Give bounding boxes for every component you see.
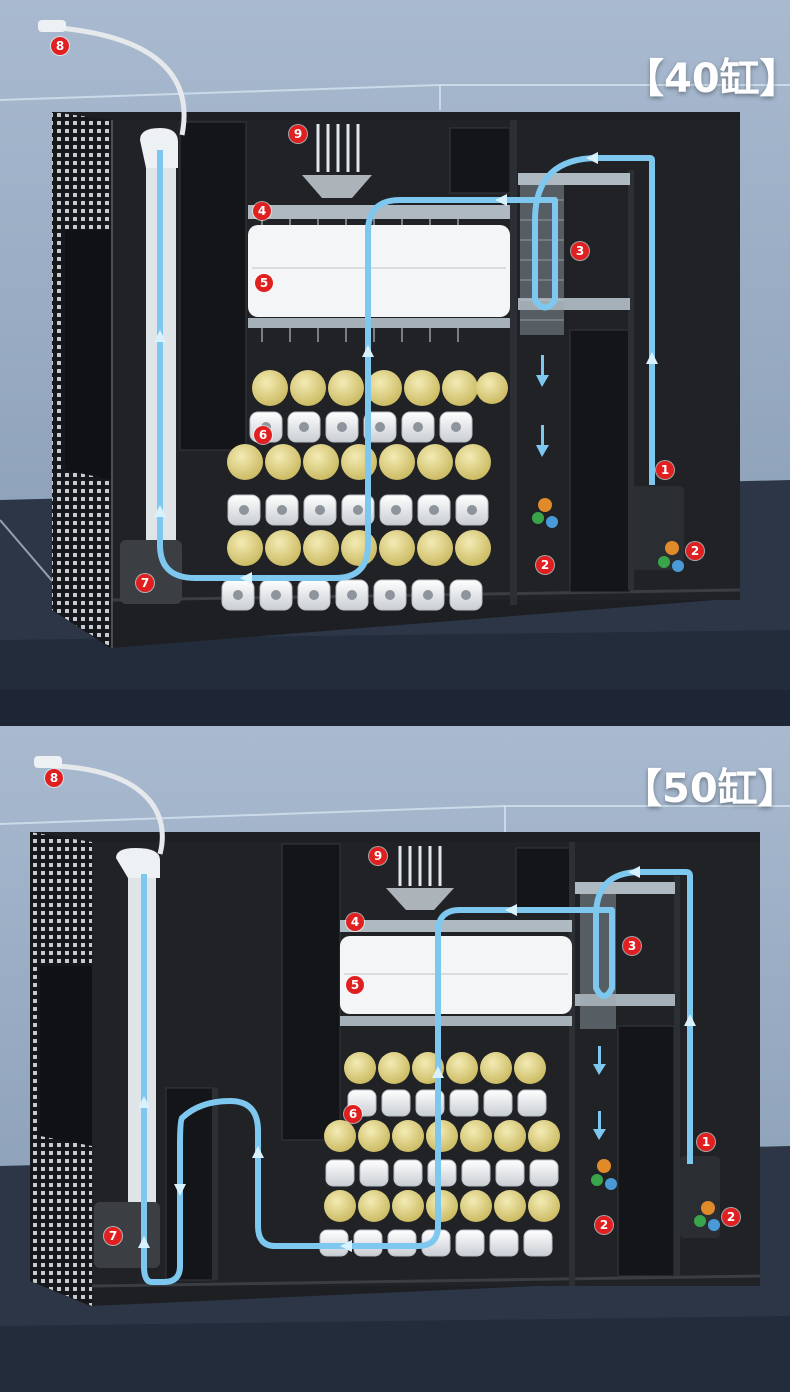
sump-diagram-50: 【50缸】 8 9 4 3 5 6 1 2 2 7 <box>0 726 790 1392</box>
marker-6: 6 <box>344 1105 362 1123</box>
marker-6: 6 <box>254 426 272 444</box>
marker-9: 9 <box>289 125 307 143</box>
marker-4: 4 <box>346 913 364 931</box>
water-pump-icon <box>632 486 684 570</box>
marker-1: 1 <box>697 1133 715 1151</box>
marker-7: 7 <box>136 574 154 592</box>
marker-8: 8 <box>45 769 63 787</box>
filter-sponge <box>248 225 510 317</box>
tank-size-title: 【50缸】 <box>622 756 790 814</box>
panel-divider <box>0 690 790 726</box>
marker-5: 5 <box>255 274 273 292</box>
marker-5: 5 <box>346 976 364 994</box>
marker-3: 3 <box>623 937 641 955</box>
marker-7: 7 <box>104 1227 122 1245</box>
sump-illustration-50 <box>0 726 790 1392</box>
marker-2: 2 <box>686 542 704 560</box>
marker-9: 9 <box>369 847 387 865</box>
marker-2: 2 <box>722 1208 740 1226</box>
sump-diagram-40: 【40缸】 8 9 4 3 5 6 1 2 2 7 <box>0 0 790 690</box>
tank-size-title: 【40缸】 <box>624 46 790 104</box>
marker-4: 4 <box>253 202 271 220</box>
marker-8: 8 <box>51 37 69 55</box>
marker-2: 2 <box>536 556 554 574</box>
marker-2: 2 <box>595 1216 613 1234</box>
marker-1: 1 <box>656 461 674 479</box>
marker-3: 3 <box>571 242 589 260</box>
